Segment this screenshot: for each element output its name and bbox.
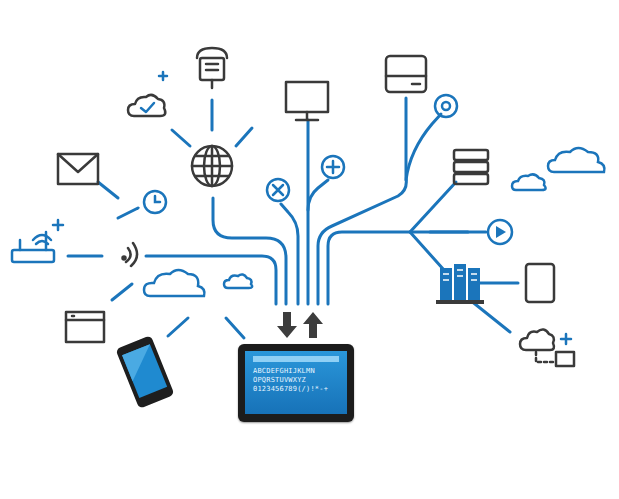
screen-text: 0123456789(/)!*-+ xyxy=(253,385,339,394)
screen-text: ABCDEFGHIJKLMN xyxy=(253,367,339,376)
network-lines xyxy=(68,98,518,338)
tablet-device: ABCDEFGHIJKLMNOPQRSTUVWXYZ0123456789(/)!… xyxy=(238,344,354,422)
server-rack xyxy=(436,264,484,304)
tablet-screen: ABCDEFGHIJKLMNOPQRSTUVWXYZ0123456789(/)!… xyxy=(245,351,347,414)
blue-icons xyxy=(53,72,604,344)
play-icon xyxy=(496,226,506,238)
icons xyxy=(12,48,574,366)
transfer-arrows xyxy=(277,312,323,338)
screen-text: OPQRSTUVWXYZ xyxy=(253,376,339,385)
smartphone xyxy=(115,335,174,409)
screen-bar xyxy=(253,356,339,362)
